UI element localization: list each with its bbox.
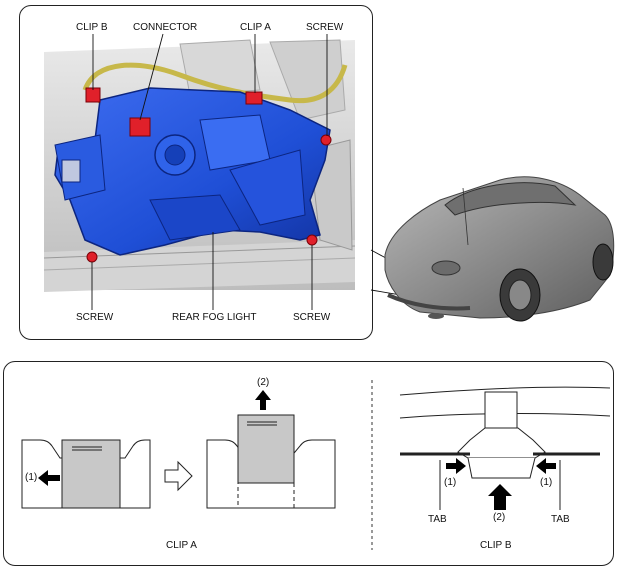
clip-b-step-1-left: (1) <box>444 477 457 488</box>
clip-b-tab-right: TAB <box>551 514 570 525</box>
clip-b-step-2: (2) <box>493 512 506 523</box>
clip-b-cross-section <box>399 386 611 510</box>
callout-leaders <box>91 33 328 310</box>
label-connector: CONNECTOR <box>133 22 198 33</box>
rear-fog-light-body <box>54 87 331 256</box>
clip-b-part <box>85 87 101 103</box>
screw-top-right-part <box>320 134 332 146</box>
car-illustration <box>384 176 615 322</box>
clip-a-step-2: (2) <box>257 377 270 388</box>
label-clip-a: CLIP A <box>240 22 271 33</box>
clip-a-step-1: (1) <box>25 472 38 483</box>
clip-b-arrow-right-push <box>536 458 556 474</box>
process-arrow <box>164 460 193 492</box>
label-screw-bottom-right: SCREW <box>293 312 331 323</box>
clip-b-tab-left: TAB <box>428 514 447 525</box>
clip-a-part <box>245 91 263 105</box>
wire-harness <box>82 62 348 104</box>
label-rear-fog-light: REAR FOG LIGHT <box>172 312 257 323</box>
label-screw-top-right: SCREW <box>306 22 344 33</box>
clip-b-arrow-left-push <box>446 458 466 474</box>
clip-a-arrow-up <box>255 390 271 410</box>
clip-a-caption: CLIP A <box>166 540 197 551</box>
connector-part <box>129 117 151 137</box>
label-screw-bottom-left: SCREW <box>76 312 114 323</box>
clip-b-step-1-right: (1) <box>540 477 553 488</box>
clip-b-arrow-up-push <box>488 484 512 510</box>
clip-a-step2 <box>206 414 336 509</box>
clip-a-step1 <box>21 439 151 509</box>
screw-bottom-left-part <box>86 251 98 263</box>
clip-a-arrow-left <box>38 470 60 486</box>
clip-b-caption: CLIP B <box>480 540 512 551</box>
screw-bottom-right-part <box>306 234 318 246</box>
label-clip-b: CLIP B <box>76 22 108 33</box>
